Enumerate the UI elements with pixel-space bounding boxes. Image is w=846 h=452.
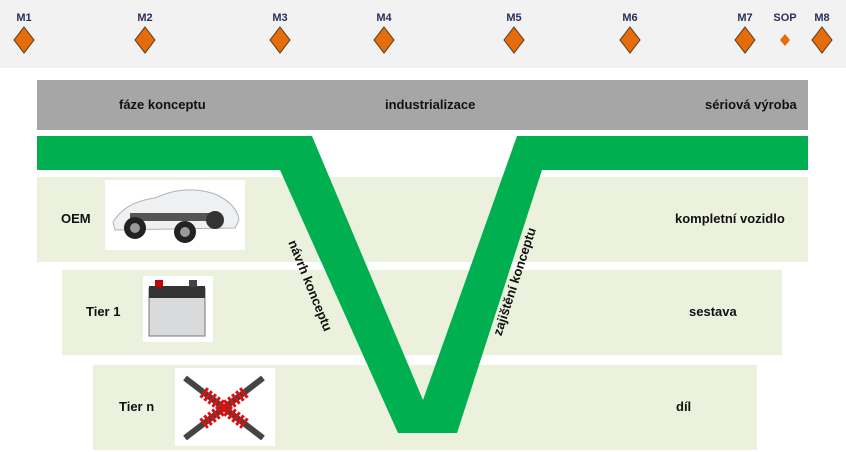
row-result: díl: [676, 399, 692, 414]
diamond-icon: [619, 26, 641, 54]
diamond-icon: [503, 26, 525, 54]
row-level: OEM: [61, 211, 91, 226]
milestone-m7: M7: [725, 12, 765, 54]
milestone-label: M4: [376, 12, 392, 24]
milestone-m1: M1: [4, 12, 44, 54]
milestone-m4: M4: [364, 12, 404, 54]
row-result: sestava: [689, 304, 737, 319]
shock-absorbers-image: [175, 368, 275, 446]
row-level: Tier n: [119, 399, 155, 414]
phase-concept: fáze konceptu: [119, 97, 206, 112]
diamond-icon: [780, 34, 790, 46]
diamond-icon: [13, 26, 35, 54]
milestone-sop: SOP: [765, 12, 805, 54]
milestone-label: M6: [622, 12, 638, 24]
row-result: kompletní vozidlo: [675, 211, 785, 226]
milestone-m5: M5: [494, 12, 534, 54]
milestone-label: M8: [814, 12, 830, 24]
car-battery-image: [143, 276, 213, 342]
diamond-icon: [811, 26, 833, 54]
milestone-label: M5: [506, 12, 522, 24]
milestone-label: M1: [16, 12, 32, 24]
diamond-icon: [269, 26, 291, 54]
milestone-m8: M8: [802, 12, 842, 54]
milestone-bar: M1 M2 M3 M4 M5 M6 M7 SOP M8: [0, 0, 846, 68]
milestone-label: M3: [272, 12, 288, 24]
car-chassis-image: [105, 180, 245, 250]
diamond-icon: [734, 26, 756, 54]
diamond-icon: [134, 26, 156, 54]
milestone-label: M2: [137, 12, 153, 24]
milestone-m6: M6: [610, 12, 650, 54]
milestone-label: SOP: [773, 12, 797, 24]
milestone-m2: M2: [125, 12, 165, 54]
phase-series-production: sériová výroba: [705, 97, 797, 112]
diamond-icon: [373, 26, 395, 54]
phase-bar: fáze konceptu industrializace sériová vý…: [37, 80, 808, 130]
milestone-m3: M3: [260, 12, 300, 54]
row-level: Tier 1: [86, 304, 121, 319]
phase-industrialization: industrializace: [385, 97, 476, 112]
milestone-label: M7: [737, 12, 753, 24]
